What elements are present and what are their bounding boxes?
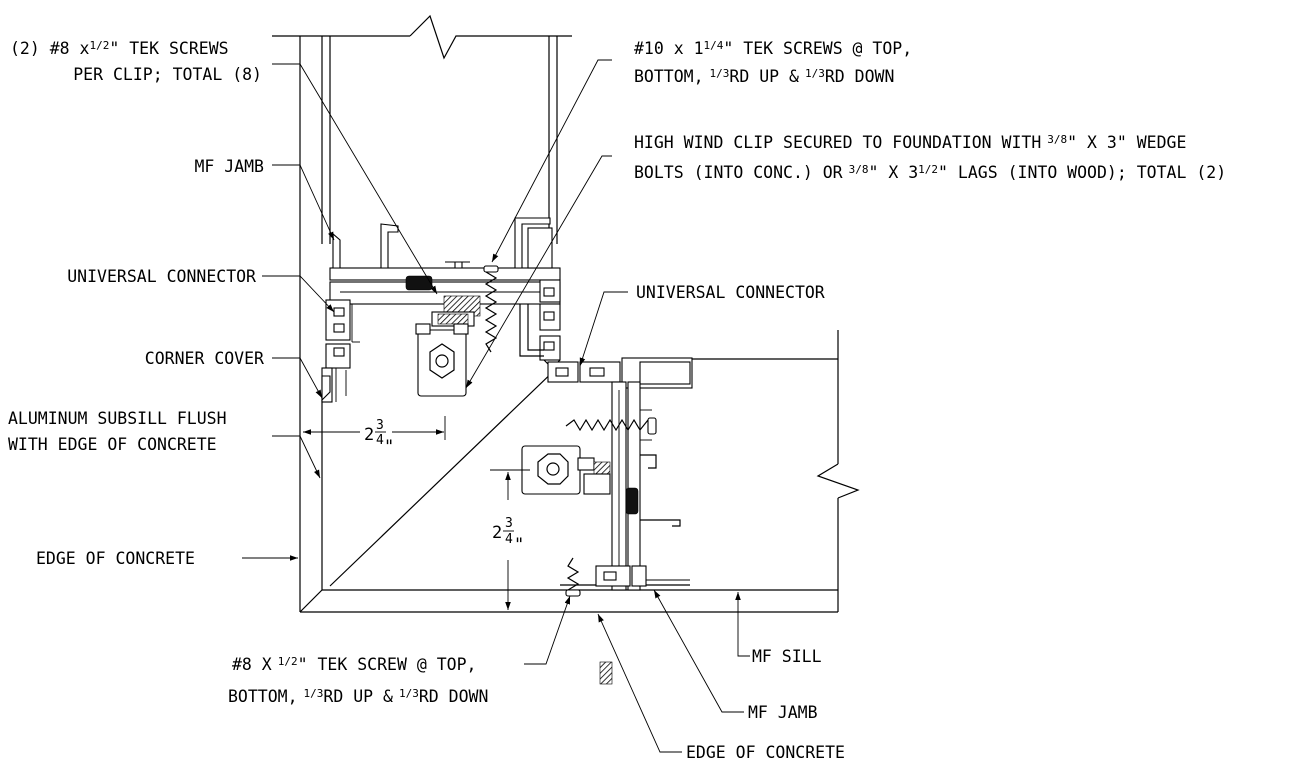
label-tek10-line1: #10 x 11/4" TEK SCREWS @ TOP, <box>634 39 912 58</box>
label-edge-concrete-bottom: EDGE OF CONCRETE <box>686 743 845 762</box>
label-edge-concrete-left: EDGE OF CONCRETE <box>36 549 195 568</box>
dim-horizontal-num: 3 <box>376 418 384 433</box>
label-universal-connector-right: UNIVERSAL CONNECTOR <box>636 283 825 302</box>
upper-jamb-assembly <box>321 217 561 403</box>
dimension-vertical <box>490 469 530 610</box>
label-subsill-line1: ALUMINUM SUBSILL FLUSH <box>8 409 227 428</box>
label-tek10-line2: BOTTOM,1/3RD UP &1/3RD DOWN <box>634 67 894 86</box>
dim-vertical-den: 4 <box>505 532 513 547</box>
dim-horizontal-unit: " <box>384 437 394 457</box>
dimension-horizontal <box>303 416 446 440</box>
label-mf-sill: MF SILL <box>752 647 822 666</box>
label-mf-jamb-bottom: MF JAMB <box>748 703 818 722</box>
label-high-wind-clip-line1: HIGH WIND CLIP SECURED TO FOUNDATION WIT… <box>634 133 1186 152</box>
label-tek-screws-clip-line2: PER CLIP; TOTAL (8) <box>73 65 262 84</box>
leader-lines <box>242 59 750 753</box>
label-mf-jamb-top: MF JAMB <box>194 157 264 176</box>
label-tek8-line2: BOTTOM,1/3RD UP &1/3RD DOWN <box>228 687 488 706</box>
dim-horizontal-whole: 2 <box>364 425 374 445</box>
dim-vertical-whole: 2 <box>492 523 502 543</box>
label-subsill-line2: WITH EDGE OF CONCRETE <box>8 435 217 454</box>
dim-vertical-unit: " <box>514 535 524 555</box>
concrete-outline <box>272 14 860 613</box>
right-jamb-assembly <box>521 357 693 685</box>
label-tek-screws-clip: (2) #8 x1/2" TEK SCREWS <box>10 39 229 58</box>
label-universal-connector-left: UNIVERSAL CONNECTOR <box>67 267 256 286</box>
dim-horizontal-den: 4 <box>376 433 384 448</box>
dimension-texts: 2 3 4 " 2 3 4 " <box>364 418 524 555</box>
label-corner-cover: CORNER COVER <box>145 349 264 368</box>
annotation-labels: (2) #8 x1/2" TEK SCREWS PER CLIP; TOTAL … <box>8 39 1226 762</box>
dim-vertical-num: 3 <box>505 516 513 531</box>
